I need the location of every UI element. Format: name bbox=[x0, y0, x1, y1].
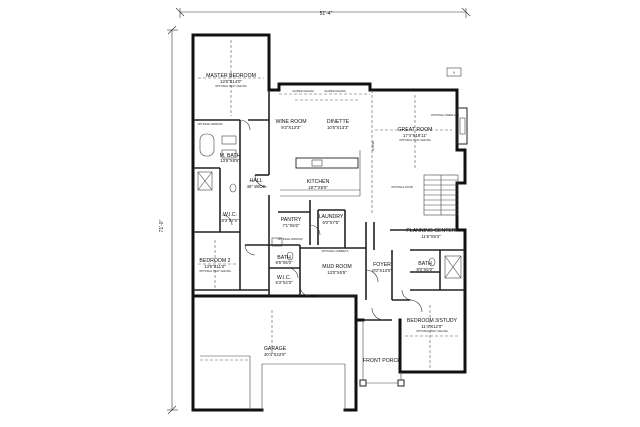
compass-box bbox=[446, 67, 462, 77]
svg-text:PANTRY: PANTRY bbox=[281, 217, 302, 223]
svg-text:5'3"X4'3": 5'3"X4'3" bbox=[275, 280, 293, 285]
svg-text:9'2"X13'3": 9'2"X13'3" bbox=[281, 125, 301, 130]
compass-label: N bbox=[453, 71, 455, 75]
room-garage: GARAGE 30'4"X22'0" bbox=[264, 346, 287, 357]
svg-text:FOYER: FOYER bbox=[373, 262, 391, 268]
svg-text:BATH: BATH bbox=[277, 255, 291, 261]
room-wine-room: WINE ROOM 9'2"X13'3" bbox=[275, 119, 306, 130]
room-front-porch: FRONT PORCH bbox=[363, 358, 401, 364]
svg-text:BATH: BATH bbox=[418, 261, 432, 267]
svg-text:SLOPED CEILING: SLOPED CEILING bbox=[324, 89, 346, 93]
stairs bbox=[423, 174, 459, 216]
svg-text:LAUNDRY: LAUNDRY bbox=[319, 214, 344, 220]
svg-text:OPTIONAL CABINETS: OPTIONAL CABINETS bbox=[322, 249, 349, 253]
porch-columns bbox=[359, 320, 405, 387]
svg-text:13'6"X8'6": 13'6"X8'6" bbox=[220, 158, 240, 163]
ceiling-lines bbox=[198, 40, 460, 368]
room-great-room: GREAT ROOM 17'4"X19'11" OPTIONAL TRAY CE… bbox=[398, 127, 433, 142]
svg-text:OPTIONAL WINDOW: OPTIONAL WINDOW bbox=[197, 122, 223, 126]
svg-text:W.I.C.: W.I.C. bbox=[277, 275, 291, 281]
exterior-walls bbox=[191, 33, 467, 412]
room-wic-2: W.I.C. 5'3"X4'3" bbox=[275, 275, 293, 285]
svg-text:BEDROOM 3/STUDY: BEDROOM 3/STUDY bbox=[407, 318, 458, 324]
svg-text:13'6"X14'0": 13'6"X14'0" bbox=[220, 79, 242, 84]
kitchen-fixtures bbox=[279, 93, 370, 197]
svg-text:OPTIONAL DOOR: OPTIONAL DOOR bbox=[391, 185, 413, 189]
overall-depth-label: 71'-0" bbox=[159, 219, 165, 232]
room-planning-center: PLANNING CENTER 11'6"X5'3" bbox=[406, 228, 456, 239]
room-kitchen: KITCHEN 18'7"X9'0" bbox=[307, 179, 330, 190]
garage-doors bbox=[200, 355, 346, 410]
svg-text:9'6"X5'0": 9'6"X5'0" bbox=[275, 260, 293, 265]
room-labels: MASTER BEDROOM 13'6"X14'0" OPTIONAL TRAY… bbox=[199, 73, 457, 364]
svg-text:M. BATH: M. BATH bbox=[220, 153, 241, 159]
svg-text:11'6"X5'3": 11'6"X5'3" bbox=[421, 234, 441, 239]
room-bath: BATH 9'6"X5'0" bbox=[275, 255, 293, 265]
room-master-bedroom: MASTER BEDROOM 13'6"X14'0" OPTIONAL TRAY… bbox=[206, 73, 256, 88]
svg-text:OPTIONAL TRAY CEILING: OPTIONAL TRAY CEILING bbox=[215, 84, 246, 88]
svg-text:30'4"X22'0": 30'4"X22'0" bbox=[264, 352, 286, 357]
room-m-bath: M. BATH 13'6"X8'6" bbox=[220, 153, 241, 163]
overall-width-label: 51'-4" bbox=[320, 11, 333, 17]
svg-text:8'0"X5'0": 8'0"X5'0" bbox=[416, 267, 434, 272]
svg-text:8'3"X7'0": 8'3"X7'0" bbox=[221, 218, 239, 223]
room-pantry: PANTRY 7'1"X5'0" bbox=[281, 217, 302, 228]
svg-text:FRONT PORCH: FRONT PORCH bbox=[363, 358, 401, 364]
svg-text:HALL: HALL bbox=[250, 178, 263, 184]
room-bedroom-2: BEDROOM 2 13'6"X11'0" OPTIONAL TRAY CEIL… bbox=[199, 258, 230, 273]
svg-text:SLOPED CEILING: SLOPED CEILING bbox=[292, 89, 314, 93]
svg-text:PLANNING CENTER: PLANNING CENTER bbox=[406, 228, 456, 234]
svg-text:10'5"X13'3": 10'5"X13'3" bbox=[327, 125, 349, 130]
svg-text:8'0"X13'0": 8'0"X13'0" bbox=[372, 268, 392, 273]
svg-text:13'6"X11'0": 13'6"X11'0" bbox=[204, 264, 226, 269]
svg-text:7'1"X5'0": 7'1"X5'0" bbox=[282, 223, 300, 228]
room-laundry: LAUNDRY 6'0"X7'5" bbox=[319, 214, 344, 225]
svg-text:OPTIONAL WINDOW: OPTIONAL WINDOW bbox=[277, 237, 303, 241]
room-mud-room: MUD ROOM 13'0"X5'5" bbox=[322, 264, 351, 275]
room-bedroom-3: BEDROOM 3/STUDY 11'4"X12'0" OPTIONAL TRA… bbox=[407, 318, 458, 333]
svg-text:GREAT ROOM: GREAT ROOM bbox=[398, 127, 433, 133]
svg-text:GARAGE: GARAGE bbox=[264, 346, 287, 352]
svg-text:11'4"X12'0": 11'4"X12'0" bbox=[421, 324, 443, 329]
plan-notes: SLOPED CEILING SLOPED CEILING OPTIONAL C… bbox=[197, 89, 459, 253]
svg-text:OPTIONAL TRAY CEILING: OPTIONAL TRAY CEILING bbox=[416, 329, 447, 333]
bath-fixtures bbox=[197, 133, 462, 279]
svg-text:OPTIONAL FIREPLACE: OPTIONAL FIREPLACE bbox=[431, 113, 459, 117]
fireplace bbox=[456, 107, 468, 145]
room-foyer: FOYER 8'0"X13'0" bbox=[372, 262, 392, 273]
svg-text:W.I.C.: W.I.C. bbox=[223, 212, 237, 218]
svg-text:OPTIONAL TRAY CEILING: OPTIONAL TRAY CEILING bbox=[199, 269, 230, 273]
svg-text:6'0"X7'5": 6'0"X7'5" bbox=[322, 220, 340, 225]
svg-text:18'7"X9'0": 18'7"X9'0" bbox=[308, 185, 328, 190]
svg-text:MASTER BEDROOM: MASTER BEDROOM bbox=[206, 73, 256, 79]
svg-text:KITCHEN: KITCHEN bbox=[307, 179, 330, 185]
svg-text:13'0"X5'5": 13'0"X5'5" bbox=[327, 270, 347, 275]
room-dinette: DINETTE 10'5"X13'3" bbox=[327, 119, 350, 130]
doors bbox=[221, 119, 423, 321]
room-bath-2: BATH 8'0"X5'0" bbox=[416, 261, 434, 272]
interior-walls bbox=[193, 90, 465, 321]
room-wic: W.I.C. 8'3"X7'0" bbox=[221, 212, 239, 223]
svg-text:SLOPED: SLOPED bbox=[371, 141, 375, 152]
room-hall: HALL 46" WIDE bbox=[247, 178, 266, 189]
svg-text:17'4"X19'11": 17'4"X19'11" bbox=[403, 133, 427, 138]
dimension-lines bbox=[167, 7, 471, 415]
svg-text:DINETTE: DINETTE bbox=[327, 119, 350, 125]
svg-text:MUD ROOM: MUD ROOM bbox=[322, 264, 351, 270]
svg-text:WINE ROOM: WINE ROOM bbox=[275, 119, 306, 125]
svg-text:BEDROOM 2: BEDROOM 2 bbox=[199, 258, 230, 264]
svg-text:46" WIDE: 46" WIDE bbox=[247, 184, 266, 189]
svg-text:OPTIONAL TRAY CEILING: OPTIONAL TRAY CEILING bbox=[399, 138, 430, 142]
